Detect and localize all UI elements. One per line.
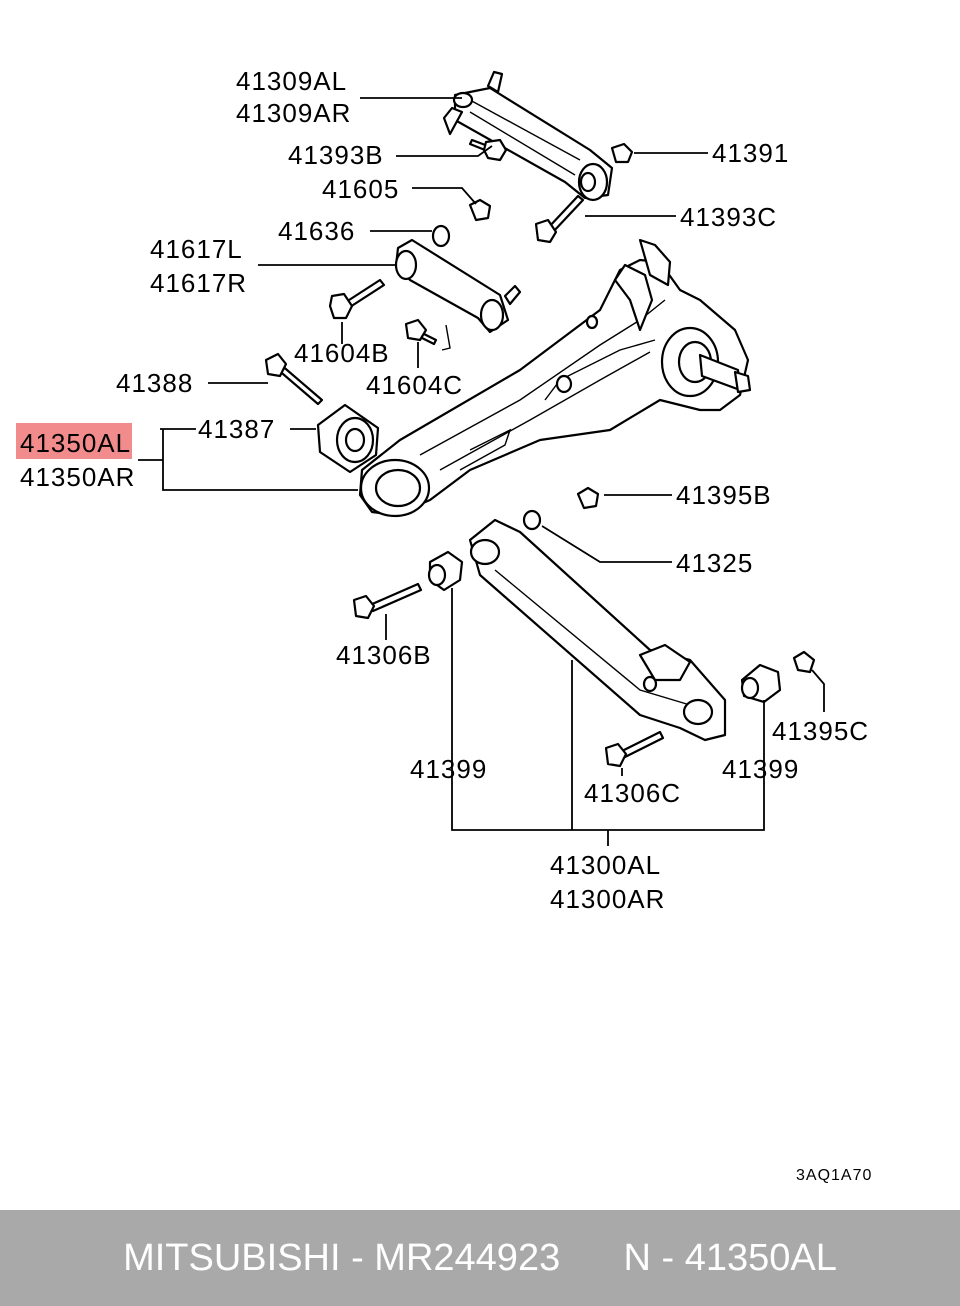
washer-41636-drawing: [431, 224, 451, 248]
upper-arm-41309-drawing: [442, 70, 614, 202]
label-41350AR: 41350AR: [20, 462, 135, 492]
label-41309AR: 41309AR: [236, 98, 351, 128]
label-41393B: 41393B: [288, 140, 384, 170]
label-41309AL: 41309AL: [236, 66, 347, 96]
bolt-41306B-drawing: [352, 582, 423, 620]
toe-link-41617-drawing: [394, 238, 522, 351]
label-41604C: 41604C: [366, 370, 463, 400]
label-41300AR: 41300AR: [550, 884, 665, 914]
label-41617R: 41617R: [150, 268, 247, 298]
bushing-41399-right-drawing: [740, 663, 782, 704]
label-41399-right: 41399: [722, 754, 799, 784]
footer-part-info: MITSUBISHI - MR244923 N - 41350AL: [123, 1236, 837, 1279]
bolt-41604C-drawing: [404, 318, 438, 346]
label-41325: 41325: [676, 548, 753, 578]
diagram-reference-code: 3AQ1A70: [796, 1167, 872, 1184]
leader-lines: [138, 97, 825, 846]
label-41300AL: 41300AL: [550, 850, 661, 880]
bolt-41393B-drawing: [468, 138, 508, 162]
label-41399-left: 41399: [410, 754, 487, 784]
footer-bar: MITSUBISHI - MR244923 N - 41350AL: [0, 1210, 960, 1306]
label-41617L: 41617L: [150, 234, 243, 264]
nut-41395B-drawing: [576, 486, 600, 510]
washer-41325-drawing: [522, 509, 542, 531]
lower-arm-41300-drawing: [468, 518, 727, 742]
nut-41395C-drawing: [792, 650, 816, 674]
label-41350AL: 41350AL: [20, 428, 131, 458]
parts-diagram: 41309AL 41309AR 41393B 41391 41605 41393…: [16, 66, 872, 1184]
label-41306B: 41306B: [336, 640, 432, 670]
label-41391: 41391: [712, 138, 789, 168]
nut-41391-drawing: [610, 142, 634, 164]
label-41388: 41388: [116, 368, 193, 398]
label-41393C: 41393C: [680, 202, 777, 232]
bushing-41387-drawing: [316, 403, 380, 474]
bolt-41306C-drawing: [604, 730, 665, 768]
label-41387: 41387: [198, 414, 275, 444]
trailing-arm-41350-drawing: [358, 238, 752, 518]
selected-part-highlight: [16, 423, 132, 459]
bolt-41388-drawing: [264, 352, 324, 406]
label-41395C: 41395C: [772, 716, 869, 746]
bolt-41393C-drawing: [534, 194, 585, 244]
label-41395B: 41395B: [676, 480, 772, 510]
label-41306C: 41306C: [584, 778, 681, 808]
nut-41605-drawing: [468, 198, 492, 222]
label-41604B: 41604B: [294, 338, 390, 368]
label-41636: 41636: [278, 216, 355, 246]
label-41605: 41605: [322, 174, 399, 204]
bolt-41604B-drawing: [328, 278, 386, 320]
bushing-41399-left-drawing: [427, 550, 464, 592]
